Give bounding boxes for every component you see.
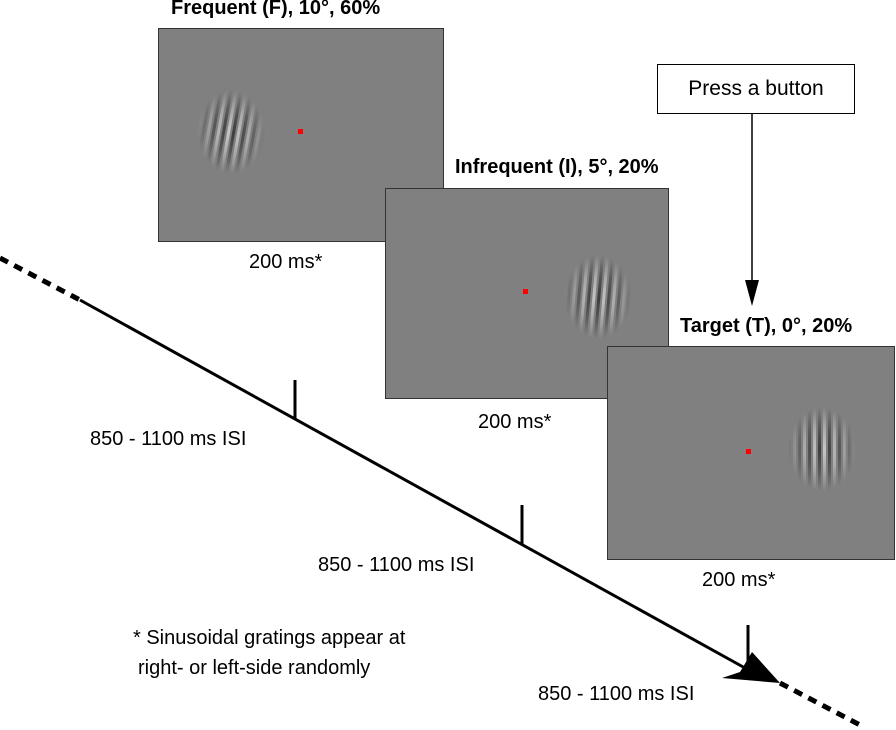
press-button-box: Press a button	[657, 64, 855, 114]
timeline-arrowhead	[722, 652, 780, 683]
timeline-dashed-end	[778, 680, 862, 728]
footnote-line-2: right- or left-side randomly	[138, 657, 371, 679]
stimulus-title-target: Target (T), 0°, 20%	[680, 315, 853, 337]
isi-label-3: 850 - 1100 ms ISI	[538, 683, 695, 705]
stimulus-title-frequent: Frequent (F), 10°, 60%	[171, 0, 381, 19]
isi-label-1: 850 - 1100 ms ISI	[90, 428, 247, 450]
button-arrow-head	[745, 280, 759, 306]
timeline-axis	[79, 298, 746, 670]
timeline-dashed-start	[0, 255, 82, 303]
isi-label-2: 850 - 1100 ms ISI	[318, 554, 475, 576]
fixation-dot	[523, 289, 528, 294]
fixation-dot	[298, 129, 303, 134]
stimulus-duration-infrequent: 200 ms*	[478, 411, 552, 433]
fixation-dot	[746, 449, 751, 454]
stimulus-duration-target: 200 ms*	[702, 569, 776, 591]
footnote-line-1: * Sinusoidal gratings appear at	[133, 627, 406, 649]
stimulus-screen-target	[607, 346, 895, 560]
stimulus-title-infrequent: Infrequent (I), 5°, 20%	[455, 156, 659, 178]
footnote: * Sinusoidal gratings appear at right- o…	[133, 623, 405, 683]
stimulus-duration-frequent: 200 ms*	[249, 251, 323, 273]
